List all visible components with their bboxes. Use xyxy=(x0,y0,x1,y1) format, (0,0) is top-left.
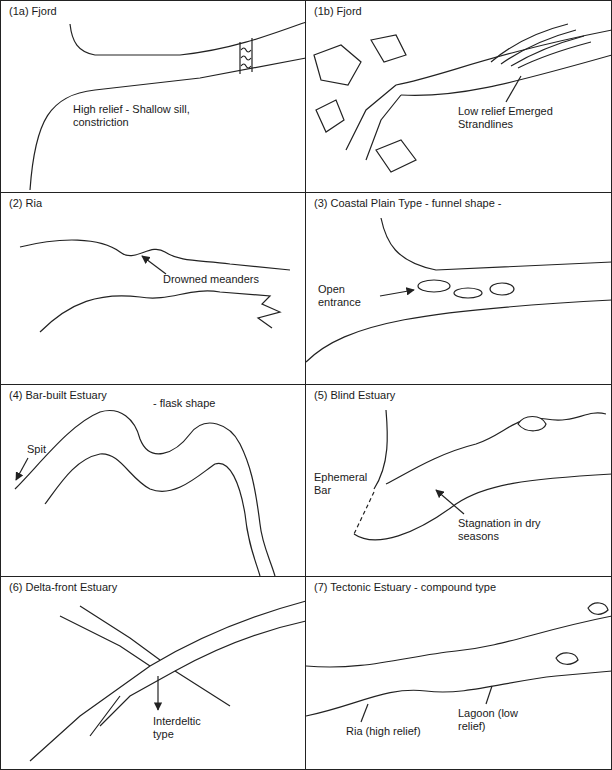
shoreline xyxy=(381,218,612,270)
feature-label: Stagnation in dry seasons xyxy=(456,517,560,543)
shoreline xyxy=(40,291,280,332)
panel-title: (6) Delta-front Estuary xyxy=(7,581,119,594)
fjord-low-relief xyxy=(314,24,612,172)
island xyxy=(316,100,344,132)
estuary-panel: (1b) FjordLow relief Emerged Strandlines xyxy=(305,0,612,193)
feature-label: High relief - Shallow sill, constriction xyxy=(71,103,215,129)
channel xyxy=(30,601,306,761)
strandline xyxy=(491,24,591,68)
panel-title: (3) Coastal Plain Type - funnel shape - xyxy=(312,197,504,210)
feature-label: Drowned meanders xyxy=(161,273,275,286)
island xyxy=(556,653,578,664)
feature-label: - flask shape xyxy=(151,397,217,410)
feature-label: Spit xyxy=(25,443,48,456)
shoreline xyxy=(374,410,387,489)
shoreline xyxy=(396,30,612,85)
leader-arrow xyxy=(16,458,28,480)
sill xyxy=(240,38,252,74)
estuary-panel: (3) Coastal Plain Type - funnel shape - O… xyxy=(305,192,612,385)
estuary-panel: (2) RiaDrowned meanders xyxy=(0,192,306,385)
ephemeral-bar xyxy=(354,492,374,534)
fjord-high-relief xyxy=(30,22,306,190)
tectonic-estuary xyxy=(306,603,612,722)
channel xyxy=(60,606,160,666)
panel-title: (7) Tectonic Estuary - compound type xyxy=(312,581,498,594)
feature-label: Ria (high relief) xyxy=(344,725,428,738)
feature-label: Ephemeral Bar xyxy=(312,471,378,497)
shoreline xyxy=(30,58,306,190)
panel-title: (4) Bar-built Estuary xyxy=(7,389,109,402)
feature-label: Open entrance xyxy=(316,283,382,309)
shoreline xyxy=(401,55,612,95)
estuary-panel: (5) Blind EstuaryEphemeral BarStagnation… xyxy=(305,384,612,577)
ria xyxy=(20,240,290,332)
island xyxy=(314,45,361,85)
feature-label: Low relief Emerged Strandlines xyxy=(456,105,580,131)
leader-arrow xyxy=(436,490,464,514)
island xyxy=(588,603,608,614)
sill xyxy=(241,48,251,68)
shoreline xyxy=(45,454,260,576)
shoreline xyxy=(306,300,612,362)
panel-title: (1b) Fjord xyxy=(312,5,364,18)
panel-title: (5) Blind Estuary xyxy=(312,389,397,402)
feature-label: Interdeltic type xyxy=(151,715,225,741)
leader-line xyxy=(486,686,492,704)
estuary-panel: (1a) FjordHigh relief - Shallow sill, co… xyxy=(0,0,306,193)
leader-line xyxy=(506,76,521,102)
island xyxy=(454,288,482,298)
estuary-panel: (4) Bar-built Estuary - flask shapeSpit xyxy=(0,384,306,577)
island xyxy=(518,417,546,431)
shoreline xyxy=(15,411,275,576)
island xyxy=(371,35,406,62)
delta-front-estuary xyxy=(30,601,306,761)
island xyxy=(418,280,450,292)
leader-arrow xyxy=(157,676,158,710)
estuary-panel: (7) Tectonic Estuary - compound typeRia … xyxy=(305,576,612,770)
feature-label: Lagoon (low relief) xyxy=(456,707,540,733)
panel-title: (2) Ria xyxy=(7,197,44,210)
leader-arrow xyxy=(142,256,166,274)
channel xyxy=(100,621,306,726)
panel-title: (1a) Fjord xyxy=(7,5,59,18)
coastal-plain-estuary xyxy=(306,218,612,362)
shoreline xyxy=(306,616,612,667)
shoreline xyxy=(70,22,306,55)
leader-line xyxy=(361,704,368,722)
island xyxy=(490,283,514,295)
island xyxy=(376,140,416,172)
estuary-panel: (6) Delta-front EstuaryInterdeltic type xyxy=(0,576,306,770)
bar-built-estuary xyxy=(15,411,275,576)
leader-arrow xyxy=(380,290,414,296)
shoreline xyxy=(386,413,606,484)
